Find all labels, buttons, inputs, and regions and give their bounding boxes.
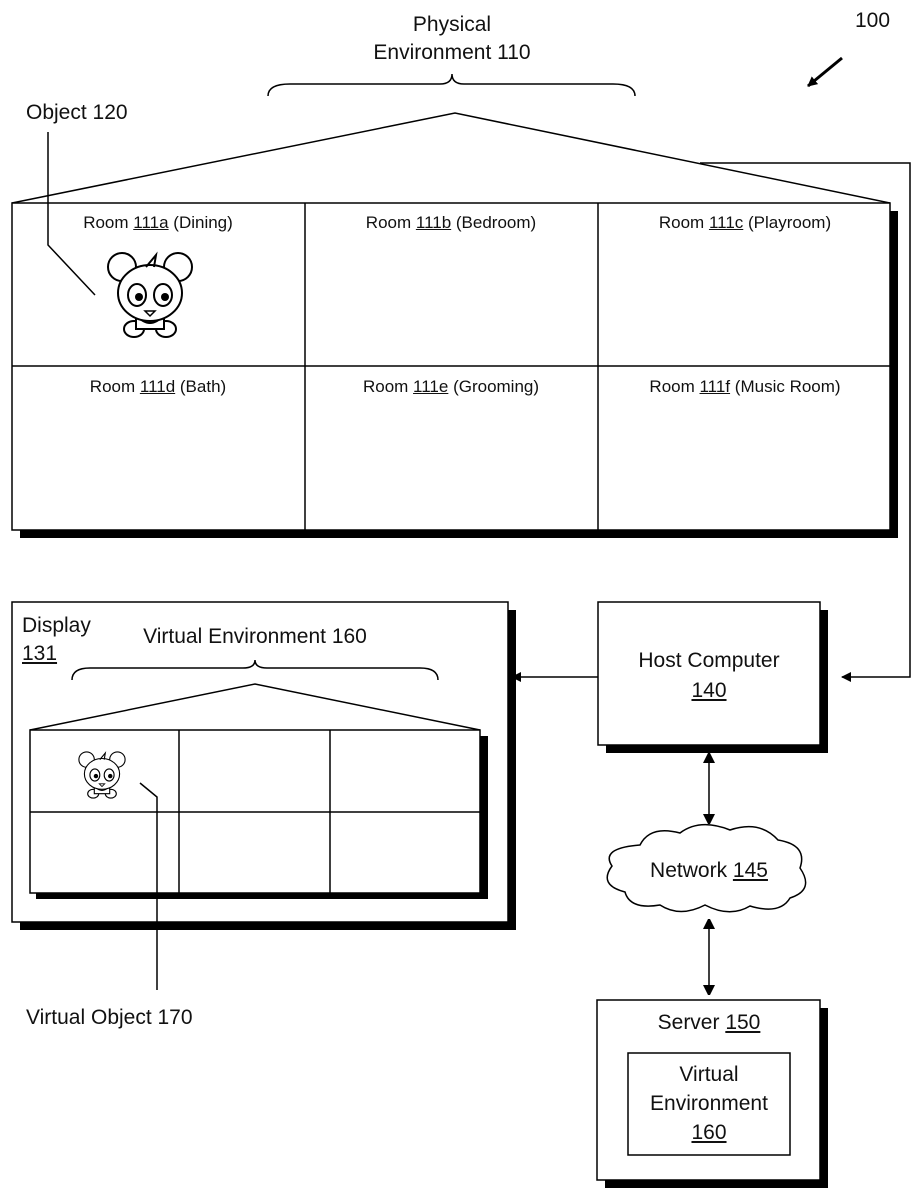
physical-env-line2: Environment 110 bbox=[373, 42, 530, 63]
server-ve-num: 160 bbox=[691, 1122, 726, 1143]
display-num: 131 bbox=[22, 643, 57, 664]
room-111e: Room 111e (Grooming) bbox=[363, 378, 539, 395]
room-111f: Room 111f (Music Room) bbox=[649, 378, 840, 395]
host-label: Host Computer bbox=[638, 650, 779, 671]
virtual-env-label: Virtual Environment 160 bbox=[143, 626, 367, 647]
physical-roof bbox=[12, 113, 890, 203]
room-111b: Room 111b (Bedroom) bbox=[366, 214, 536, 231]
network-label: Network 145 bbox=[650, 860, 768, 881]
server-ve-line1: Virtual bbox=[679, 1064, 738, 1085]
host-num: 140 bbox=[691, 680, 726, 701]
physical-brace bbox=[268, 74, 635, 96]
figure-ref-arrow bbox=[808, 58, 842, 86]
figure-ref: 100 bbox=[855, 10, 890, 31]
virtual-object-label: Virtual Object 170 bbox=[26, 1007, 193, 1028]
object-label: Object 120 bbox=[26, 102, 128, 123]
physical-env-line1: Physical bbox=[413, 14, 491, 35]
display-label: Display bbox=[22, 615, 91, 636]
room-111c: Room 111c (Playroom) bbox=[659, 214, 831, 231]
room-111a: Room 111a (Dining) bbox=[83, 214, 233, 231]
server-ve-line2: Environment bbox=[650, 1093, 768, 1114]
host-box bbox=[598, 602, 820, 745]
room-111d: Room 111d (Bath) bbox=[90, 378, 226, 395]
server-label: Server 150 bbox=[658, 1012, 761, 1033]
